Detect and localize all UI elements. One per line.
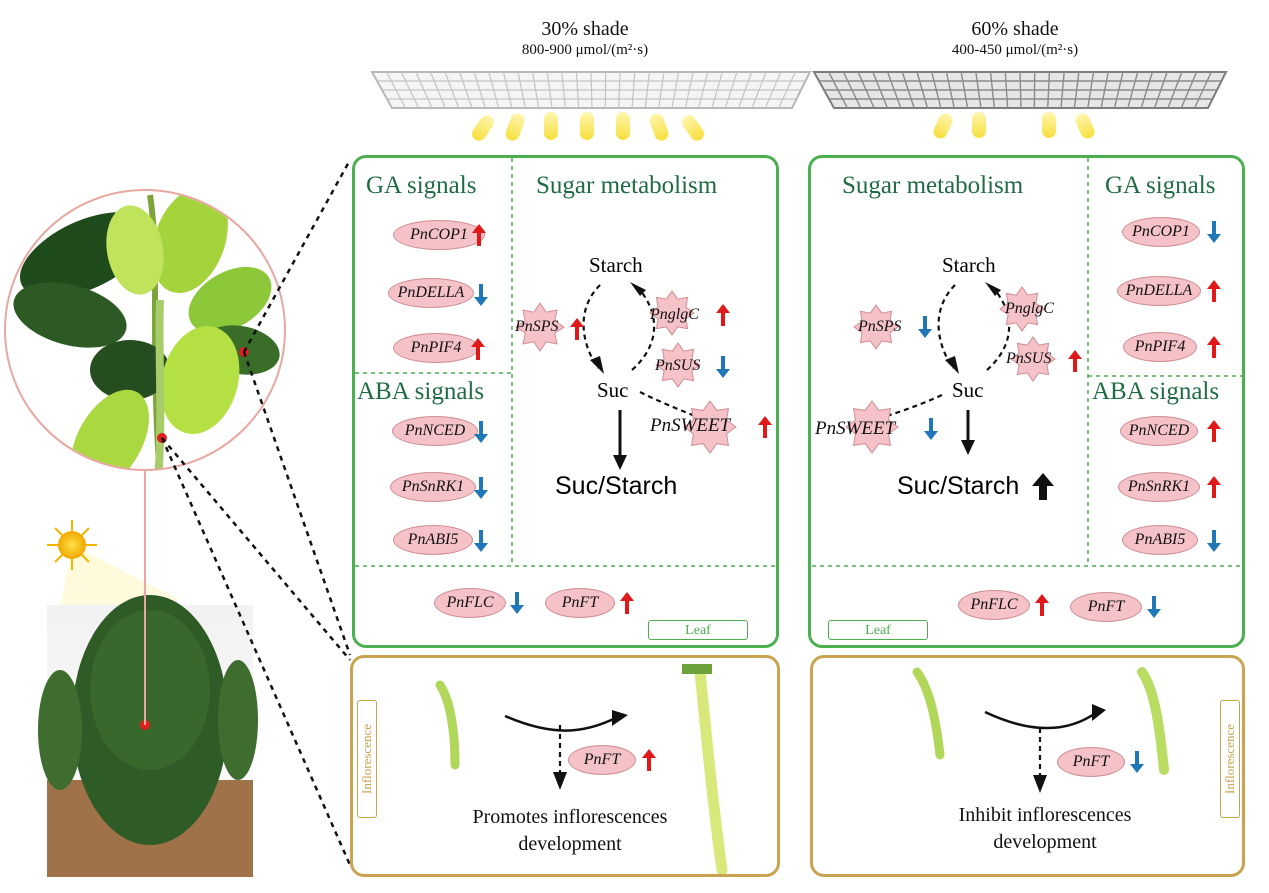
leaf-dividers-left — [355, 158, 776, 567]
blue-down-arrow-icon — [918, 316, 932, 338]
blue-down-arrow-icon — [510, 592, 524, 614]
red-up-arrow-icon — [1207, 476, 1221, 498]
inflorescence-illustrations-right — [912, 667, 1169, 793]
gene-pnsus-right: PnSUS — [1006, 350, 1052, 367]
gene-pnsps-right: PnSPS — [858, 318, 902, 335]
inflorescence-panel-left — [350, 655, 780, 877]
gene-pnnced-right: PnNCED — [1120, 416, 1198, 446]
gene-pndella-right: PnDELLA — [1117, 276, 1201, 306]
sun-icon — [47, 520, 180, 610]
red-up-arrow-icon — [570, 318, 584, 340]
inflorescence-tag-right: Inflorescence — [1220, 700, 1240, 818]
red-up-arrow-icon — [620, 592, 634, 614]
gene-pnpif4-left: PnPIF4 — [393, 333, 479, 363]
shade-percent-right: 60% shade — [971, 18, 1059, 40]
leaf-tag-right: Leaf — [828, 620, 928, 640]
leaf-panel-right — [808, 155, 1245, 648]
shade-net-icon — [812, 71, 1228, 109]
gene-pncop1-right: PnCOP1 — [1122, 217, 1200, 247]
gene-pnglgc-left: PnglgC — [650, 306, 699, 323]
suc-starch-ratio-left: Suc/Starch — [555, 472, 678, 500]
red-up-arrow-icon — [472, 224, 486, 246]
red-up-arrow-icon — [1207, 280, 1221, 302]
gene-pnabi5-left: PnABI5 — [393, 525, 473, 555]
blue-down-arrow-icon — [1207, 530, 1221, 552]
inflorescence-tag-left: Inflorescence — [357, 700, 377, 818]
gene-pnabi5-right: PnABI5 — [1122, 525, 1198, 555]
shade-par-right: 400-450 μmol/(m²·s) — [951, 42, 1079, 58]
red-up-arrow-icon — [1207, 336, 1221, 358]
gene-pnsus-left: PnSUS — [655, 357, 701, 374]
gene-pnpif4-right: PnPIF4 — [1123, 332, 1197, 362]
inflorescence-panel-right — [810, 655, 1245, 877]
light-beams-right — [933, 112, 1095, 139]
red-up-arrow-icon — [1207, 420, 1221, 442]
shade-title-left: 30% shade 800-900 μmol/(m²·s) — [470, 18, 700, 59]
leaf-dividers-right — [812, 158, 1242, 567]
blue-down-arrow-icon — [474, 284, 488, 306]
light-beams-left — [471, 112, 705, 141]
inflorescence-illustrations-left — [435, 664, 728, 876]
blue-down-arrow-icon — [716, 356, 730, 378]
gene-pnsps-left: PnSPS — [515, 318, 559, 335]
suc-label-left: Suc — [597, 378, 629, 402]
shade-par-left: 800-900 μmol/(m²·s) — [521, 42, 649, 58]
gene-pnft-right: PnFT — [1070, 592, 1142, 622]
starch-label-left: Starch — [589, 253, 643, 277]
pepper-field-photo — [38, 595, 258, 877]
sugar-title-left: Sugar metabolism — [536, 172, 718, 199]
gene-pnsnrk1-left: PnSnRK1 — [390, 472, 476, 502]
gene-pnft-infl-left: PnFT — [568, 745, 636, 775]
connector-lines — [160, 159, 352, 866]
gene-pnglgc-right: PnglgC — [1005, 300, 1054, 317]
gene-pncop1-left: PnCOP1 — [393, 220, 485, 250]
gene-pnsweet-left: PnSWEET — [650, 415, 731, 436]
aba-title-right: ABA signals — [1092, 378, 1220, 405]
blue-down-arrow-icon — [474, 421, 488, 443]
blue-down-arrow-icon — [474, 530, 488, 552]
gene-pnft-left: PnFT — [545, 588, 615, 618]
outcome-text-right: Inhibit inflorescences development — [958, 804, 1132, 853]
leaf-tag-left: Leaf — [648, 620, 748, 640]
shade-net-icon — [370, 71, 812, 109]
gene-pnflc-right: PnFLC — [958, 590, 1030, 620]
sugar-title-right: Sugar metabolism — [842, 172, 1024, 199]
black-up-arrow-icon — [1032, 473, 1054, 500]
outcome-text-left: Promotes inflorescences development — [472, 806, 668, 855]
red-up-arrow-icon — [471, 338, 485, 360]
shade-percent-left: 30% shade — [541, 18, 629, 40]
red-up-arrow-icon — [1035, 594, 1049, 616]
suc-starch-ratio-right: Suc/Starch — [897, 472, 1020, 500]
blue-down-arrow-icon — [924, 418, 938, 440]
gene-pnnced-left: PnNCED — [392, 416, 478, 446]
red-up-arrow-icon — [1068, 350, 1082, 372]
gene-pnsweet-right: PnSWEET — [815, 418, 896, 439]
shade-title-right: 60% shade 400-450 μmol/(m²·s) — [900, 18, 1130, 59]
gene-pnft-infl-right: PnFT — [1057, 747, 1125, 777]
suc-label-right: Suc — [952, 378, 984, 402]
gene-pndella-left: PnDELLA — [388, 278, 474, 308]
gene-pnsnrk1-right: PnSnRK1 — [1118, 472, 1200, 502]
blue-down-arrow-icon — [1130, 751, 1144, 773]
starch-label-right: Starch — [942, 253, 996, 277]
red-up-arrow-icon — [716, 304, 730, 326]
red-up-arrow-icon — [758, 416, 772, 438]
star-shapes — [515, 286, 1056, 454]
blue-down-arrow-icon — [1207, 221, 1221, 243]
red-up-arrow-icon — [642, 749, 656, 771]
gene-pnflc-left: PnFLC — [434, 588, 506, 618]
leaf-panel-left — [352, 155, 779, 648]
blue-down-arrow-icon — [474, 477, 488, 499]
blue-down-arrow-icon — [1147, 596, 1161, 618]
ga-title-right: GA signals — [1105, 172, 1216, 199]
pepper-branch-closeup — [4, 189, 286, 471]
ga-title-left: GA signals — [366, 172, 477, 199]
aba-title-left: ABA signals — [357, 378, 485, 405]
